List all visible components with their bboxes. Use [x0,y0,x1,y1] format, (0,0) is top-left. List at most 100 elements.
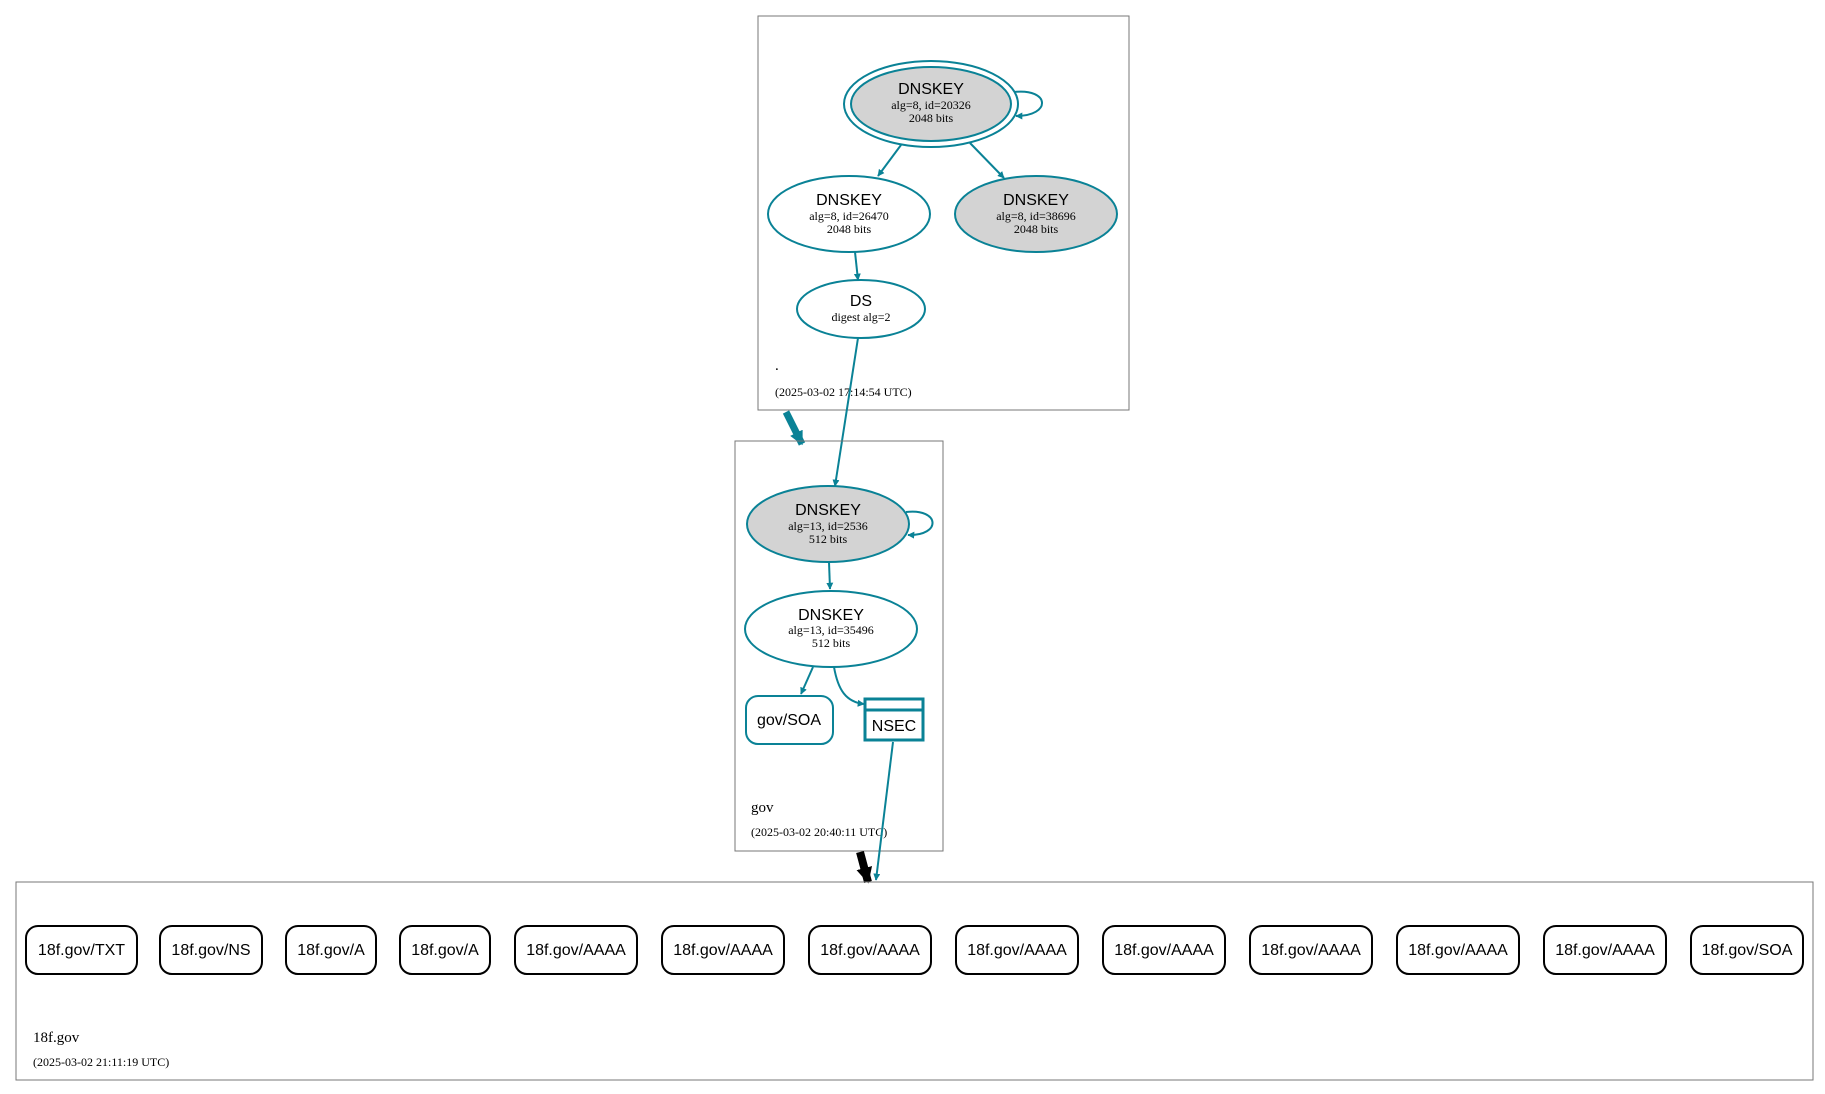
edge-gov-zsk-to-soa [800,666,814,695]
node-root-ksk-outer-ring [843,60,1019,148]
node-root-ds[interactable]: DS digest alg=2 [796,279,926,339]
record-node-shape [1396,925,1520,975]
record-node[interactable]: 18f.gov/NS [159,925,263,975]
record-node-shape [661,925,785,975]
node-gov-nsec[interactable]: NSEC [863,697,925,742]
record-node[interactable]: 18f.gov/AAAA [1396,925,1520,975]
zone-root-timestamp: (2025-03-02 17:14:54 UTC) [775,385,912,399]
zone-18f-name: 18f.gov [33,1030,80,1046]
record-node[interactable]: 18f.gov/AAAA [661,925,785,975]
record-node[interactable]: 18f.gov/AAAA [808,925,932,975]
node-root-ds-shape [796,279,926,339]
zone-18f: 18f.gov (2025-03-02 21:11:19 UTC) [15,881,1814,1081]
node-root-ds-digest: digest alg=2 [831,310,890,324]
record-node-shape [285,925,377,975]
record-node-label: 18f.gov/A [411,942,479,959]
record-node-shape [1690,925,1804,975]
record-node-label: 18f.gov/AAAA [673,942,773,959]
node-root-zsk-bits: 2048 bits [827,222,872,236]
record-node-label: 18f.gov/AAAA [1555,942,1655,959]
record-node[interactable]: 18f.gov/AAAA [1102,925,1226,975]
node-root-ds-title: DS [850,293,872,310]
record-node-shape [808,925,932,975]
record-node[interactable]: 18f.gov/A [285,925,377,975]
record-node-shape [514,925,638,975]
node-root-zsk-shape [767,175,931,253]
node-root-key-38696-title: DNSKEY [1003,192,1069,209]
edge-gov-to-18f-delegation [856,850,873,884]
node-gov-zsk-bits: 512 bits [812,636,851,650]
node-root-key-38696-bits: 2048 bits [1014,222,1059,236]
zone-root-name: . [775,358,779,374]
record-node-label: 18f.gov/AAAA [820,942,920,959]
record-node-shape [25,925,138,975]
node-gov-soa-shape [745,695,834,745]
record-node[interactable]: 18f.gov/AAAA [514,925,638,975]
edge-root-ksk-to-zsk [877,144,902,177]
node-gov-ksk-bits: 512 bits [809,532,848,546]
record-node-shape [1543,925,1667,975]
zone-root-border [757,15,1130,411]
node-root-ksk-title: DNSKEY [898,81,964,98]
node-root-ksk[interactable]: DNSKEY alg=8, id=20326 2048 bits [843,60,1019,148]
edge-root-ksk-self [1013,90,1043,120]
record-node-label: 18f.gov/AAAA [526,942,626,959]
zone-18f-border [15,881,1814,1081]
node-root-key-38696[interactable]: DNSKEY alg=8, id=38696 2048 bits [954,175,1118,253]
edge-gov-ksk-self [905,510,934,539]
node-gov-zsk-shape [744,590,918,668]
node-gov-zsk[interactable]: DNSKEY alg=13, id=35496 512 bits [744,590,918,668]
node-gov-zsk-title: DNSKEY [798,607,864,624]
record-node-shape [955,925,1079,975]
record-node-shape [399,925,491,975]
edge-gov-ksk-to-zsk [826,561,834,590]
edge-root-ksk-to-key-38696 [969,142,1005,179]
record-list: 18f.gov/TXT 18f.gov/NS 18f.gov/A 18f.gov/A 1… [25,925,1804,975]
edge-root-to-gov-delegation [782,410,806,446]
zone-18f-timestamp: (2025-03-02 21:11:19 UTC) [33,1055,169,1069]
node-gov-soa[interactable]: gov/SOA [745,695,834,745]
record-node-shape [1249,925,1373,975]
zone-root: . (2025-03-02 17:14:54 UTC) [757,15,1130,411]
record-node-shape [159,925,263,975]
node-root-zsk-alg: alg=8, id=26470 [809,209,889,223]
node-root-key-38696-shape [954,175,1118,253]
node-root-ksk-alg: alg=8, id=20326 [891,98,971,112]
edge-root-zsk-to-ds [853,251,861,281]
node-gov-ksk[interactable]: DNSKEY alg=13, id=2536 512 bits [746,485,910,563]
node-gov-nsec-label: NSEC [872,718,916,735]
edge-gov-zsk-to-nsec [833,666,865,707]
record-node-label: 18f.gov/SOA [1702,942,1793,959]
record-node-label: 18f.gov/AAAA [1114,942,1214,959]
node-gov-ksk-shape [746,485,910,563]
node-root-ksk-shape [850,66,1012,142]
record-node[interactable]: 18f.gov/SOA [1690,925,1804,975]
node-gov-zsk-alg: alg=13, id=35496 [788,623,874,637]
record-node[interactable]: 18f.gov/AAAA [1249,925,1373,975]
node-gov-nsec-shape [863,697,925,742]
record-node-label: 18f.gov/AAAA [1408,942,1508,959]
record-node-label: 18f.gov/AAAA [967,942,1067,959]
record-node-label: 18f.gov/NS [171,942,250,959]
record-node-label: 18f.gov/AAAA [1261,942,1361,959]
record-node[interactable]: 18f.gov/TXT [25,925,138,975]
edge-root-ds-to-gov-ksk [832,337,859,487]
record-node[interactable]: 18f.gov/AAAA [1543,925,1667,975]
zone-gov-timestamp: (2025-03-02 20:40:11 UTC) [751,825,887,839]
node-root-key-38696-alg: alg=8, id=38696 [996,209,1076,223]
record-node-label: 18f.gov/TXT [38,942,125,959]
record-node-shape [1102,925,1226,975]
node-root-zsk[interactable]: DNSKEY alg=8, id=26470 2048 bits [767,175,931,253]
node-gov-soa-label: gov/SOA [757,712,821,729]
record-node-label: 18f.gov/A [297,942,365,959]
node-gov-ksk-title: DNSKEY [795,502,861,519]
zone-gov: gov (2025-03-02 20:40:11 UTC) [734,440,944,852]
record-node[interactable]: 18f.gov/AAAA [955,925,1079,975]
zone-gov-border [734,440,944,852]
record-node[interactable]: 18f.gov/A [399,925,491,975]
edge-gov-nsec-to-18f [873,741,894,881]
node-gov-ksk-alg: alg=13, id=2536 [788,519,868,533]
zone-gov-name: gov [751,800,774,816]
node-root-zsk-title: DNSKEY [816,192,882,209]
